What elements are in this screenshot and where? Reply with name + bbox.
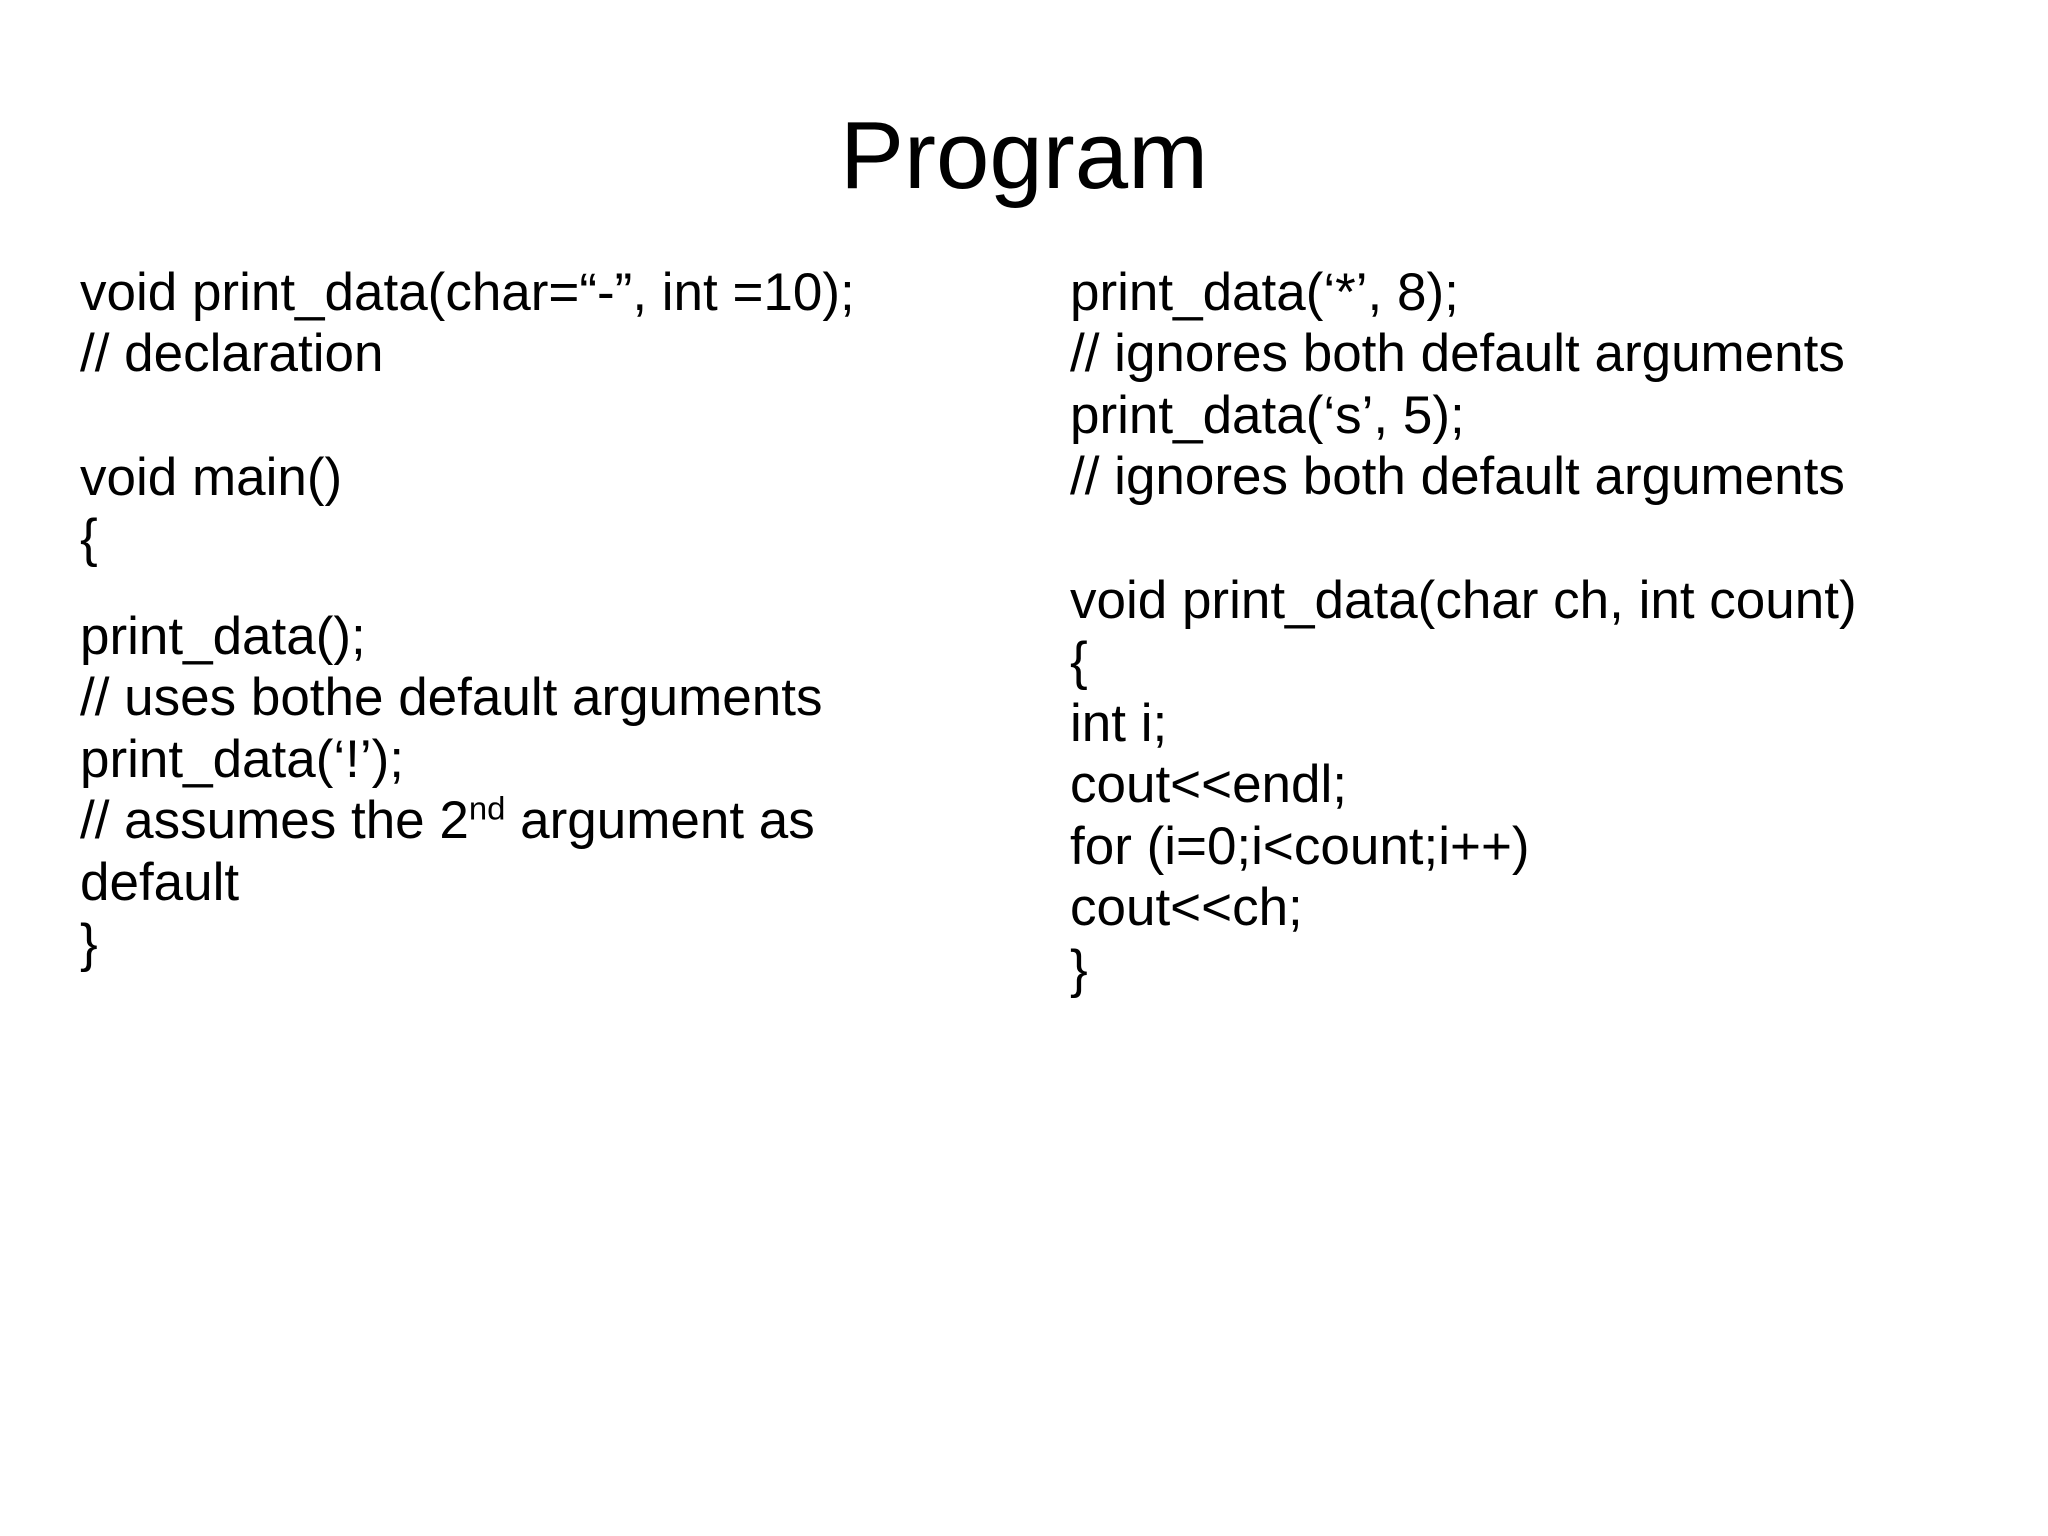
code-line: print_data(‘*’, 8); <box>1070 263 1459 322</box>
code-line: void print_data(char ch, int count) <box>1070 570 1857 630</box>
code-text-prefix: // assumes the 2 <box>80 791 469 851</box>
code-line: } <box>1070 939 1088 999</box>
code-line: // uses bothe default arguments <box>80 668 823 728</box>
code-line: { <box>1070 632 1088 692</box>
code-line: for (i=0;i<count;i++) <box>1070 816 1530 876</box>
ordinal-suffix: nd <box>468 789 506 827</box>
code-text-suffix: argument as default <box>80 791 815 912</box>
code-line: // ignores both default arguments <box>1070 447 1845 507</box>
code-line: print_data(‘!’); <box>80 729 405 789</box>
code-line-superscript: // assumes the 2nd argument as default <box>80 790 980 913</box>
code-blank-line <box>1070 508 2000 570</box>
code-line: print_data(); <box>80 606 366 666</box>
code-spacer <box>80 570 980 606</box>
code-line: int i; <box>1070 693 1168 753</box>
code-line: cout<<ch; <box>1070 878 1303 938</box>
code-line: void print_data(char=“-”, int =10); <box>80 263 855 322</box>
code-line: } <box>80 914 98 974</box>
code-blank-line <box>80 385 980 447</box>
code-line: print_data(‘s’, 5); <box>1070 385 1465 445</box>
code-line: // declaration <box>80 324 384 384</box>
slide-body: void print_data(char=“-”, int =10); // d… <box>0 262 2048 1512</box>
code-line: // ignores both default arguments <box>1070 324 1845 384</box>
code-line: cout<<endl; <box>1070 755 1348 815</box>
code-line: { <box>80 509 98 569</box>
code-line: void main() <box>80 447 343 507</box>
code-column-right: print_data(‘*’, 8); // ignores both defa… <box>1070 262 2000 1000</box>
page-title: Program <box>839 102 1209 210</box>
code-column-left: void print_data(char=“-”, int =10); // d… <box>80 262 980 975</box>
